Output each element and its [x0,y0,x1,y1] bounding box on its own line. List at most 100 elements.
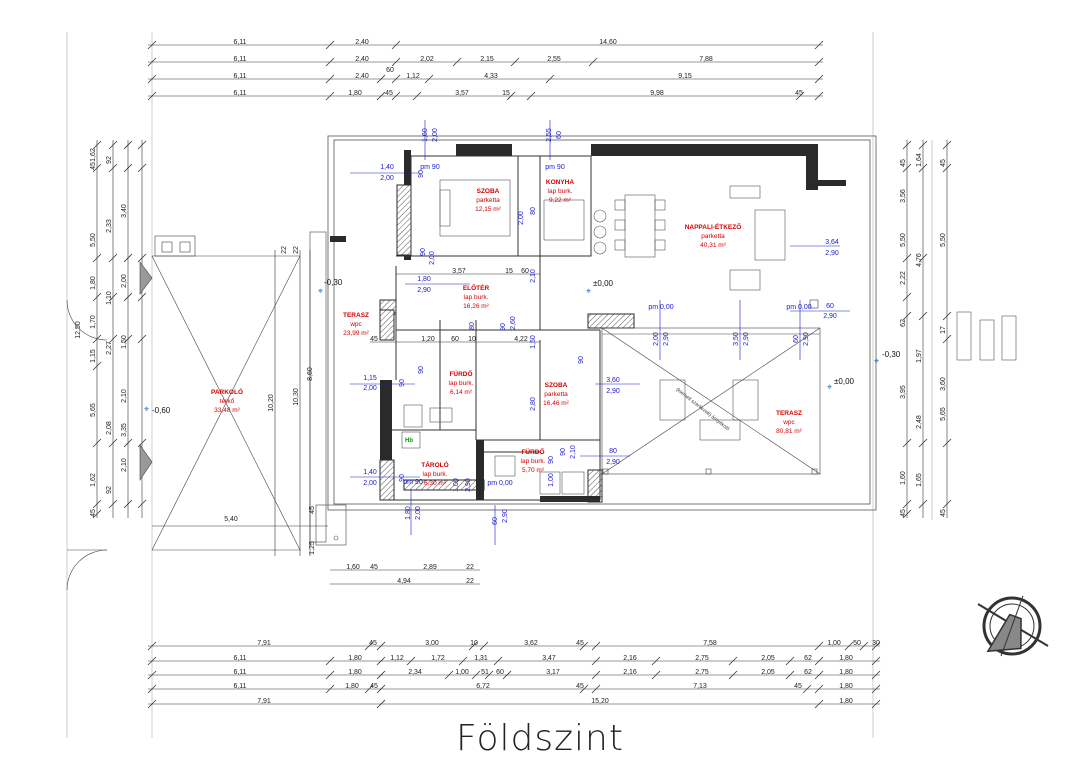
dim-label: 1,20 [421,336,435,343]
dim-label: 8,60 [307,367,314,381]
dim-label: 9,15 [678,73,692,80]
dim-label: 60 [451,336,459,343]
dim-label: 1,31 [474,655,488,662]
dim-label: 5,40 [224,516,238,523]
opening-height: 2,00 [432,128,439,142]
room-name: SZOBA [545,382,568,389]
dim-label: 45 [576,640,584,647]
bottom-dimension-chains [147,641,881,709]
level-icon: ⌖ [586,286,591,296]
opening-leaders [350,120,850,545]
dim-label: 2,40 [355,39,369,46]
opening-width: 1,80 [417,276,431,283]
dim-label: 60 [496,669,504,676]
room-terasz-right: TERASZ wpc 80,81 m² [776,410,803,435]
furniture [333,179,1017,541]
door-width: 90 [420,248,427,256]
door-width: 90 [578,356,585,364]
dim-label: 45 [576,683,584,690]
dim-label: 2,16 [623,669,637,676]
dim-label: 45 [900,509,907,517]
dim-label: 1,25 [309,541,316,555]
dim-label: 7,91 [257,698,271,705]
dim-label: 7,58 [703,640,717,647]
dim-label: 60 [521,268,529,275]
door-width: 90 [399,379,406,387]
reference-lines [66,32,933,738]
dim-label: 15,20 [591,698,609,705]
parking-area [66,231,347,591]
room-area: 16,26 m² [463,303,489,310]
room-floor: parketta [544,391,568,398]
dim-label: 92 [106,156,113,164]
door-width: 80 [530,207,537,215]
dim-label: 1,62 [90,148,97,162]
room-name: TERASZ [776,410,802,417]
dim-label: 1,15 [90,349,97,363]
opening-height: 2,00 [363,480,377,487]
pm-label: pm 90 [545,164,565,171]
door-width: 90 [560,448,567,456]
opening-height: 60 [556,131,563,139]
door-width: 90 [418,170,425,178]
room-name: FÜRDŐ [449,369,472,378]
room-floor: lap burk. [464,294,489,301]
dim-label: 4,94 [397,578,411,585]
dim-label: 10,20 [268,394,275,412]
dim-label: 5,50 [90,233,97,247]
pm-label: pm 90 [403,479,423,486]
dim-label: 6,11 [233,90,246,97]
level-value: ±0,00 [834,377,855,386]
dim-label: 3,57 [452,268,466,275]
room-floor: parketta [701,233,725,240]
room-floor: parketta [476,197,500,204]
opening-width: 3,50 [733,332,740,346]
dim-label: 5,65 [940,407,947,421]
room-name: PARKOLÓ [211,387,243,396]
left-dimension-labels: 45 1,62 5,50 1,80 1,70 1,15 5,65 1,62 45… [75,148,128,517]
dim-label: 2,05 [761,669,775,676]
dim-label: 6,11 [233,73,246,80]
dim-label: 1,80 [839,683,853,690]
dim-label: 7,88 [699,56,713,63]
dim-label: 45 [794,683,802,690]
level-markers: ⌖ -0,30 ⌖ ±0,00 ⌖ -0,60 ⌖ ±0,00 ⌖ -0,30 [144,278,901,415]
dim-label: 1,80 [348,669,362,676]
right-dimension-labels: 45 3,56 5,50 2,22 62 3,95 1,60 45 1,64 4… [900,153,947,517]
dim-label: 1,00 [455,669,469,676]
door-width: 2,10 [530,269,537,283]
opening-height: 2,00 [363,385,377,392]
dim-label: 1,60 [900,471,907,485]
level-icon: ⌖ [318,286,323,296]
dim-label: 3,35 [121,423,128,437]
pm-label: pm 90 [420,164,440,171]
dim-label: 2,89 [423,564,437,571]
room-nappali: NAPPALI-ÉTKEZŐ parketta 40,31 m² [685,222,742,249]
opening-height: 2,00 [380,175,394,182]
opening-width: 1,15 [363,375,377,382]
door-width: 90 [418,366,425,374]
opening-height: 2,90 [823,313,837,320]
room-area: 12,15 m² [475,206,501,213]
plan-title: Földszint [456,718,624,759]
opening-height: 2,90 [606,388,620,395]
dim-label: 2,15 [480,56,494,63]
dim-label: 3,40 [121,204,128,218]
opening-dimensions: 1,40 2,00 1,80 2,90 1,15 2,00 1,40 2,00 … [363,128,839,525]
dim-label: 10 [470,640,478,647]
room-name: FÜRDŐ [521,447,544,456]
room-tarolo: TÁROLÓ lap burk. 6,30 m² [421,460,448,487]
level-marker: ⌖ -0,30 [874,350,901,366]
door-width: 2,10 [570,445,577,459]
room-floor: térkő [220,398,235,405]
dim-label: 4,33 [484,73,498,80]
dim-label: 15 [502,90,510,97]
dim-label: 45 [940,509,947,517]
opening-width: 60 [492,517,499,525]
left-dimension-chains [92,140,147,519]
door-width: 2,80 [530,397,537,411]
dim-label: 30 [872,640,880,647]
dim-label: 1,80 [839,698,853,705]
dim-label: 1,65 [916,473,923,487]
